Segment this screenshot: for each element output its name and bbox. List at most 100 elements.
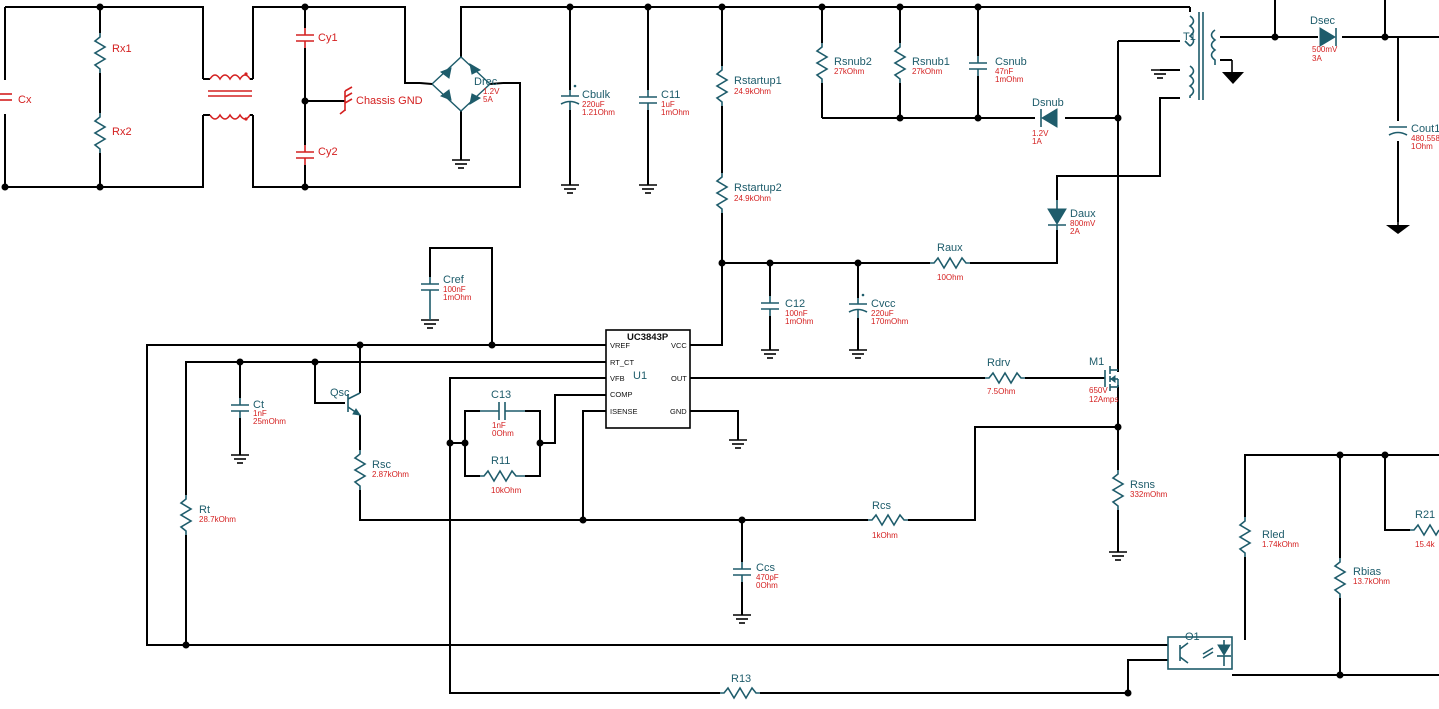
capacitor-csnub[interactable]: Csnub 47nF 1mOhm xyxy=(968,56,1027,84)
cvcc-label: Cvcc xyxy=(871,298,896,310)
rbias-label: Rbias xyxy=(1353,566,1382,578)
ground-icon xyxy=(561,184,579,194)
resistor-rt[interactable]: Rt 28.7kOhm xyxy=(179,495,236,535)
capacitor-cout1[interactable]: Cout1 480.558 1Ohm xyxy=(1388,121,1439,151)
optocoupler-o1[interactable]: O1 xyxy=(1167,631,1233,670)
resistor-rdrv[interactable]: Rdrv 7.5Ohm xyxy=(985,357,1025,396)
resistor-r13[interactable]: R13 xyxy=(720,673,760,700)
junction-dot xyxy=(579,516,587,524)
r11-value: 10kOhm xyxy=(491,486,522,495)
rt-label: Rt xyxy=(199,504,210,516)
diode-daux[interactable]: Daux 800mV 2A xyxy=(1047,200,1096,236)
wire-gnd-pin xyxy=(690,410,739,440)
wire-vfb xyxy=(449,377,1128,694)
resistor-r21[interactable]: R21 15.4k xyxy=(1410,509,1439,549)
junction-dot xyxy=(896,3,904,11)
capacitor-c13[interactable]: C13 1nF 0Ohm xyxy=(480,389,525,438)
capacitor-cx[interactable]: Cx xyxy=(0,80,32,114)
resistor-rstartup1[interactable]: Rstartup1 24.9kOhm xyxy=(715,66,782,106)
m1-label: M1 xyxy=(1089,356,1104,368)
pin-rtct: RT_CT xyxy=(610,358,634,367)
rstartup2-label: Rstartup2 xyxy=(734,182,782,194)
junction-dot xyxy=(236,358,244,366)
rcs-value: 1kOhm xyxy=(872,531,898,540)
resistor-rsnub1[interactable]: Rsnub1 27kOhm xyxy=(893,43,950,83)
capacitor-ct[interactable]: Ct 1nF 25mOhm xyxy=(230,398,286,426)
ground-icon xyxy=(639,184,657,194)
transistor-qsc[interactable]: Qsc xyxy=(330,387,362,416)
junction-dot xyxy=(301,183,309,191)
capacitor-cref[interactable]: Cref 100nF 1mOhm xyxy=(420,270,472,320)
dsnub-value-1: 1.2V xyxy=(1032,129,1049,138)
junction-dot xyxy=(536,439,544,447)
resistor-rsnub2[interactable]: Rsnub2 27kOhm xyxy=(815,43,872,83)
resistor-rx2[interactable]: Rx2 xyxy=(93,113,132,153)
cref-value-2: 1mOhm xyxy=(443,293,472,302)
resistor-rsns[interactable]: Rsns 332mOhm xyxy=(1111,470,1168,510)
csnub-value-1: 47nF xyxy=(995,67,1013,76)
ground-icon xyxy=(733,614,751,624)
chassis-gnd-label: Chassis GND xyxy=(356,95,423,107)
capacitor-cbulk[interactable]: Cbulk 220uF 1.21Ohm xyxy=(560,84,615,117)
wire-choke-out-bottom xyxy=(252,82,521,188)
ground-icon xyxy=(729,439,747,449)
wire-vcc-rail xyxy=(722,230,1058,264)
resistor-r11[interactable]: R11 10kOhm xyxy=(480,455,525,495)
grounds xyxy=(231,60,1410,624)
capacitor-cy1[interactable]: Cy1 xyxy=(296,28,338,48)
c12-label: C12 xyxy=(785,298,805,310)
u1-part-number: UC3843P xyxy=(627,332,669,343)
dsec-value-1: 500mV xyxy=(1312,45,1338,54)
rled-value: 1.74kOhm xyxy=(1262,540,1299,549)
ground-icon xyxy=(849,349,867,359)
chassis-ground[interactable]: Chassis GND xyxy=(339,86,423,115)
bridge-rectifier[interactable]: Drec 1.2V 5A xyxy=(419,56,504,112)
wire-fb-top xyxy=(1244,454,1439,640)
rsnub2-label: Rsnub2 xyxy=(834,56,872,68)
capacitor-cvcc[interactable]: Cvcc 220uF 170mOhm xyxy=(848,293,909,326)
diode-dsec[interactable]: Dsec 500mV 3A xyxy=(1310,15,1342,63)
r21-value: 15.4k xyxy=(1415,540,1436,549)
junction-dot xyxy=(566,3,574,11)
cout1-value-1: 480.558 xyxy=(1411,134,1439,143)
resistor-rled[interactable]: Rled 1.74kOhm xyxy=(1238,517,1299,557)
junction-dot xyxy=(1381,451,1389,459)
junction-dot xyxy=(738,516,746,524)
csnub-value-2: 1mOhm xyxy=(995,75,1024,84)
junction-dot xyxy=(974,114,982,122)
rcs-label: Rcs xyxy=(872,500,891,512)
daux-label: Daux xyxy=(1070,208,1096,220)
resistor-rbias[interactable]: Rbias 13.7kOhm xyxy=(1333,558,1390,598)
rled-label: Rled xyxy=(1262,529,1285,541)
capacitor-cy2[interactable]: Cy2 xyxy=(296,145,338,165)
resistor-rx1[interactable]: Rx1 xyxy=(93,33,132,73)
ground-icon xyxy=(1151,69,1169,79)
u1-label: U1 xyxy=(633,370,647,382)
raux-value: 10Ohm xyxy=(937,273,964,282)
rt-value: 28.7kOhm xyxy=(199,515,236,524)
ground-icon xyxy=(1222,60,1244,84)
pin-vcc: VCC xyxy=(671,341,687,350)
diode-dsnub[interactable]: Dsnub 1.2V 1A xyxy=(1032,97,1065,146)
junction-dot xyxy=(854,259,862,267)
capacitor-c12[interactable]: C12 100nF 1mOhm xyxy=(760,296,814,326)
pin-vfb: VFB xyxy=(610,374,625,383)
resistor-rcs[interactable]: Rcs 1kOhm xyxy=(868,500,908,540)
capacitor-c11[interactable]: C11 1uF 1mOhm xyxy=(638,89,690,117)
wire-input-bottom xyxy=(5,115,204,188)
controller-ic-u1[interactable]: UC3843P VREF RT_CT VFB COMP ISENSE VCC O… xyxy=(605,329,691,429)
capacitor-ccs[interactable]: Ccs 470pF 0Ohm xyxy=(732,562,779,590)
junction-dot xyxy=(1381,33,1389,41)
resistor-rstartup2[interactable]: Rstartup2 24.9kOhm xyxy=(715,173,782,213)
rx1-label: Rx1 xyxy=(112,43,132,55)
resistor-raux[interactable]: Raux 10Ohm xyxy=(930,242,970,282)
resistor-rsc[interactable]: Rsc 2.87kOhm xyxy=(353,450,409,490)
wire-vref xyxy=(146,344,1168,646)
r13-label: R13 xyxy=(731,673,751,685)
mosfet-m1[interactable]: M1 650V 12Amps xyxy=(1089,356,1119,404)
cout1-value-2: 1Ohm xyxy=(1411,142,1433,151)
transformer-t1[interactable]: T1 xyxy=(1180,12,1220,102)
common-mode-choke[interactable] xyxy=(203,72,253,121)
wire-cref xyxy=(429,247,493,345)
c11-value-2: 1mOhm xyxy=(661,108,690,117)
